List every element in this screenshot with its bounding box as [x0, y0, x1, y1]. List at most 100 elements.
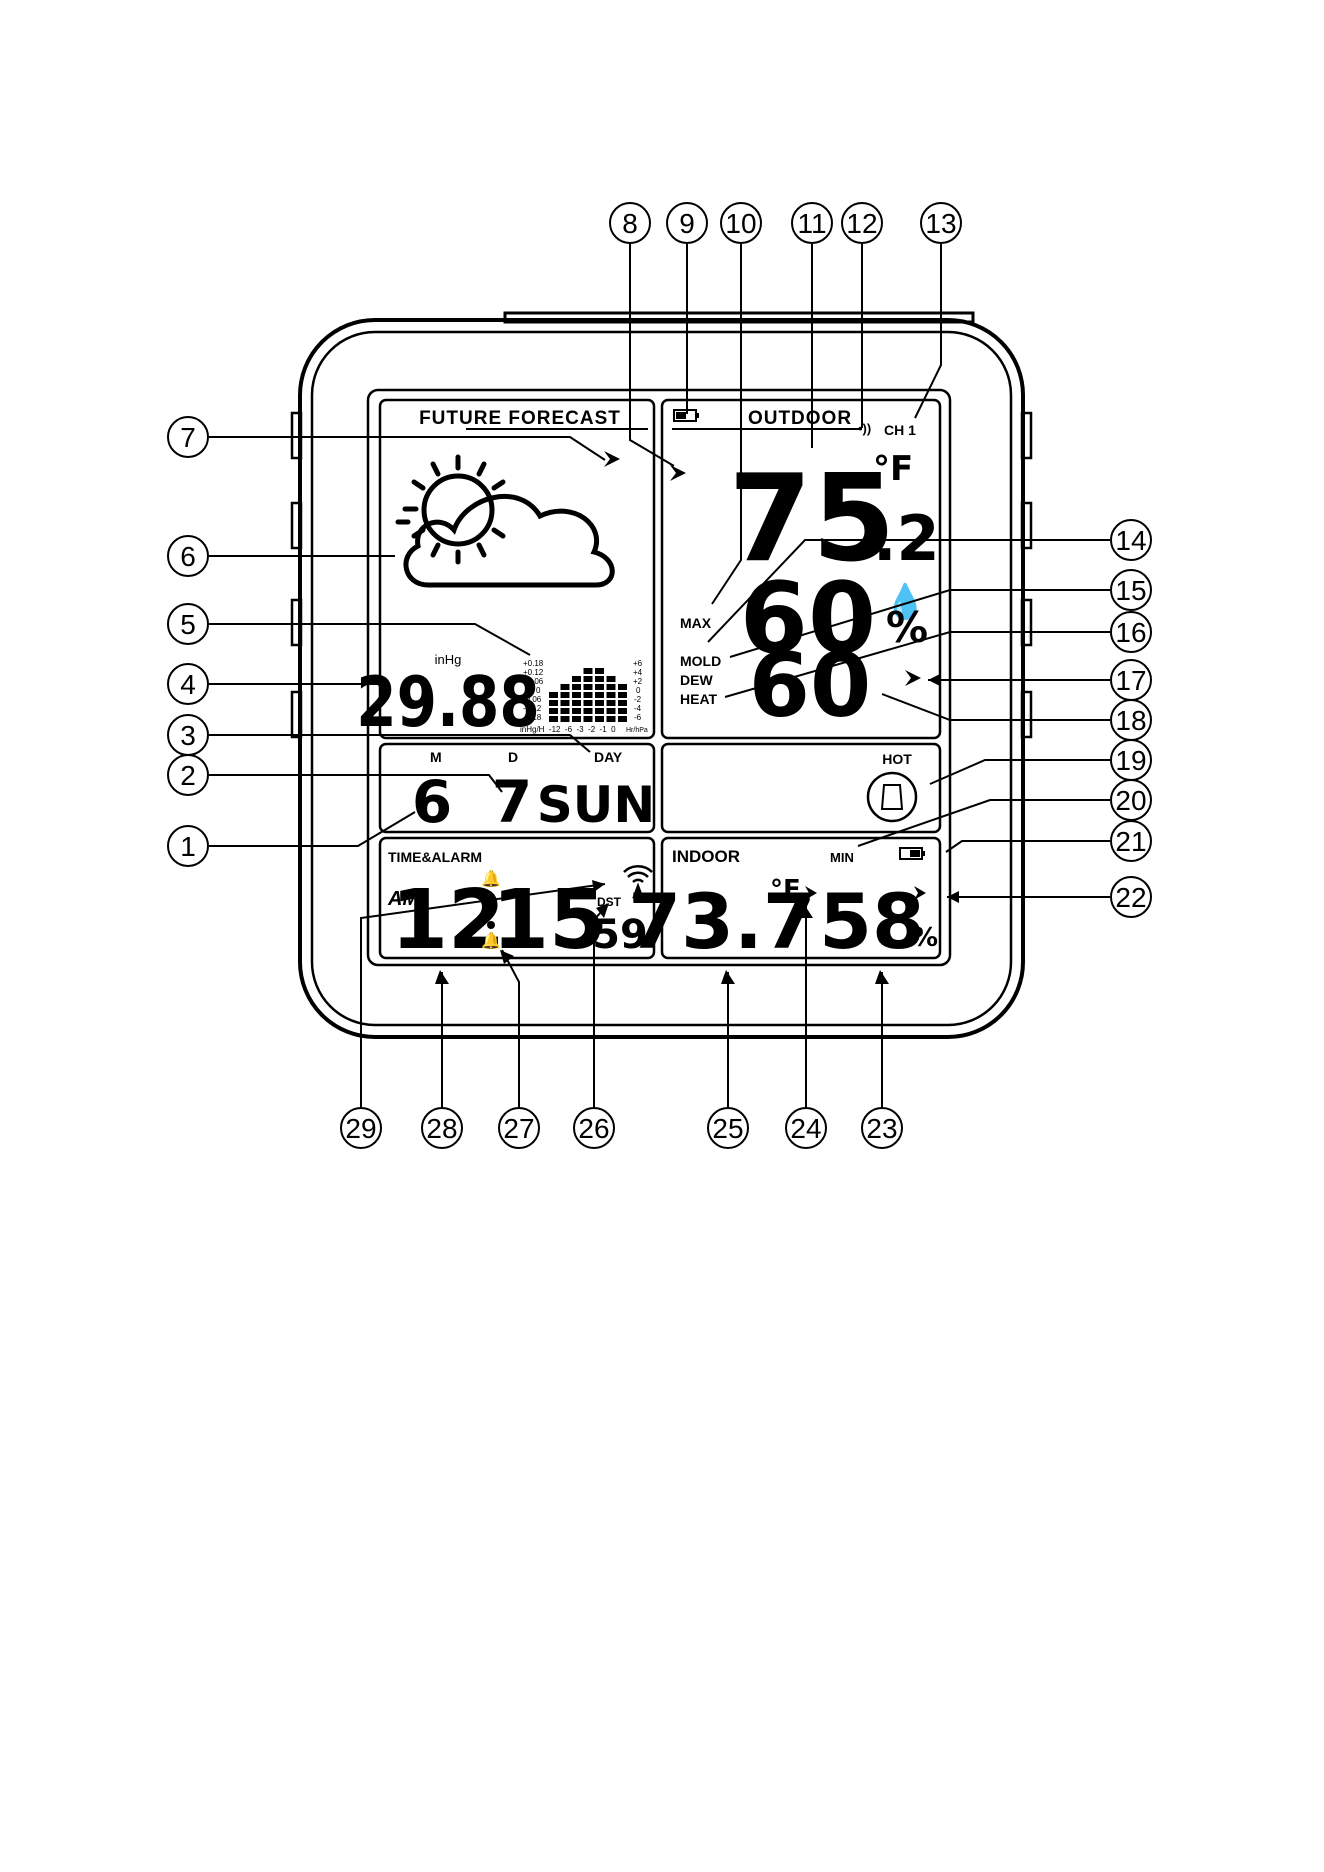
- forecast-trend-arrow: [670, 465, 686, 481]
- outdoor-temp-decimal: .2: [873, 502, 940, 575]
- mold-label: MOLD: [680, 653, 721, 669]
- callout-number: 14: [1115, 525, 1146, 556]
- pressure-bar-segment: [583, 676, 593, 682]
- pressure-bar-segment: [560, 716, 570, 722]
- callout-circle: [720, 202, 762, 244]
- pressure-bar-segment: [595, 676, 604, 682]
- pressure-bar-segment: [572, 700, 581, 706]
- sun-icon: [421, 473, 495, 547]
- callout-number: 19: [1115, 745, 1146, 776]
- pressure-bar-segment: [572, 716, 581, 722]
- right-side-button: [1020, 501, 1033, 550]
- callout-circle: [167, 416, 209, 458]
- hpa-level: -2: [634, 695, 642, 704]
- left-side-button: [290, 690, 303, 739]
- hpa-level: -6: [634, 713, 642, 722]
- callout-number: 17: [1115, 665, 1146, 696]
- ampm-indicator: AM: [387, 888, 420, 910]
- signal-icon: •)): [858, 421, 871, 436]
- callout-number: 5: [180, 609, 196, 640]
- callout-number: 26: [578, 1113, 609, 1144]
- callout-number: 16: [1115, 617, 1146, 648]
- pressure-bar-segment: [572, 708, 581, 714]
- callout-number: 21: [1115, 826, 1146, 857]
- pressure-bar-segment: [549, 708, 558, 714]
- month-label: M: [430, 749, 442, 765]
- pressure-bar-segment: [560, 684, 570, 690]
- pressure-bar-segment: [583, 716, 593, 722]
- callout-circle: [167, 603, 209, 645]
- cloud-icon: [403, 493, 615, 588]
- callout-circle: [167, 825, 209, 867]
- outdoor-label: OUTDOOR: [748, 408, 852, 429]
- indoor-label: INDOOR: [672, 847, 740, 866]
- month-value: 6: [412, 768, 452, 836]
- inhg-scale: +0.18 +0.12 +0.06 0 -0.06 -0.12 -0.18: [523, 659, 544, 722]
- callout-number: 10: [725, 208, 756, 239]
- callout-circle: [167, 663, 209, 705]
- pressure-bar-segment: [606, 700, 616, 706]
- panel-indoor: [660, 836, 942, 960]
- callout-number: 29: [345, 1113, 376, 1144]
- callout-number: 7: [180, 422, 196, 453]
- hpa-level: -4: [634, 704, 642, 713]
- callout-number: 6: [180, 541, 196, 572]
- callout-number: 18: [1115, 705, 1146, 736]
- left-side-button: [290, 411, 303, 460]
- pressure-bar-segment: [549, 700, 558, 706]
- dew-label: DEW: [680, 672, 713, 688]
- callout-circle: [1110, 876, 1152, 918]
- clock-colon-bottom: [487, 921, 495, 929]
- pressure-bar-segment: [595, 692, 604, 698]
- callout-circle: [707, 1107, 749, 1149]
- indoor-temp-unit: °F: [770, 875, 801, 905]
- forecast-title: FUTURE FORECAST: [419, 408, 621, 429]
- outdoor-trend-arrow: [905, 670, 921, 686]
- callout-number: 11: [797, 208, 826, 239]
- callout-circle: [791, 202, 833, 244]
- callout-number: 25: [712, 1113, 743, 1144]
- callout-number: 15: [1115, 575, 1146, 606]
- callout-circle: [841, 202, 883, 244]
- outdoor-temp-unit: °F: [873, 449, 913, 489]
- pressure-history-bar-chart: +0.18 +0.12 +0.06 0 -0.06 -0.12 -0.18 +6…: [520, 659, 648, 734]
- pressure-bar-segment: [618, 692, 627, 698]
- trend-arrows: [604, 451, 926, 900]
- hpa-scale: +6 +4 +2 0 -2 -4 -6: [633, 659, 643, 722]
- hpa-level: +2: [633, 677, 643, 686]
- panel-comfort: [660, 742, 942, 834]
- device-body: [290, 311, 1033, 1039]
- callout-circle: [1110, 519, 1152, 561]
- right-side-button: [1020, 598, 1033, 647]
- pressure-bar-segment: [618, 700, 627, 706]
- sun-rays: [395, 454, 506, 565]
- callout-circle: [920, 202, 962, 244]
- indoor-temp-value: 73.7: [628, 877, 816, 966]
- comfort-label: HOT: [882, 751, 912, 767]
- indoor-humidity-value: 58: [819, 877, 925, 966]
- pressure-bar-segment: [583, 700, 593, 706]
- pressure-unit-label: inHg: [435, 652, 462, 667]
- callout-circle: [1110, 820, 1152, 862]
- pressure-bar-segment: [606, 708, 616, 714]
- pressure-bar-segment: [618, 684, 627, 690]
- inhg-level: -0.12: [523, 704, 542, 713]
- indoor-battery-icon: [899, 847, 925, 860]
- pressure-bar-segment: [583, 684, 593, 690]
- pressure-bar-segment: [560, 708, 570, 714]
- channel-label: CH 1: [884, 422, 916, 438]
- lcd-screen: [366, 388, 952, 967]
- pressure-bar-segment: [560, 700, 570, 706]
- pressure-bar-segment: [583, 692, 593, 698]
- right-side-button: [1020, 411, 1033, 460]
- inhg-level: +0.06: [523, 677, 544, 686]
- indoor-temp-trend-arrow: [805, 886, 817, 900]
- left-side-button: [290, 501, 303, 550]
- callout-circle: [785, 1107, 827, 1149]
- callout-number: 27: [503, 1113, 534, 1144]
- lcd-frame: [366, 388, 952, 967]
- water-drop-icon: 💧: [884, 582, 926, 622]
- pressure-bar-segment: [595, 716, 604, 722]
- pressure-hours-axis: inHg/H -12 -6 -3 -2 -1 0: [520, 725, 616, 734]
- callout-number: 22: [1115, 882, 1146, 913]
